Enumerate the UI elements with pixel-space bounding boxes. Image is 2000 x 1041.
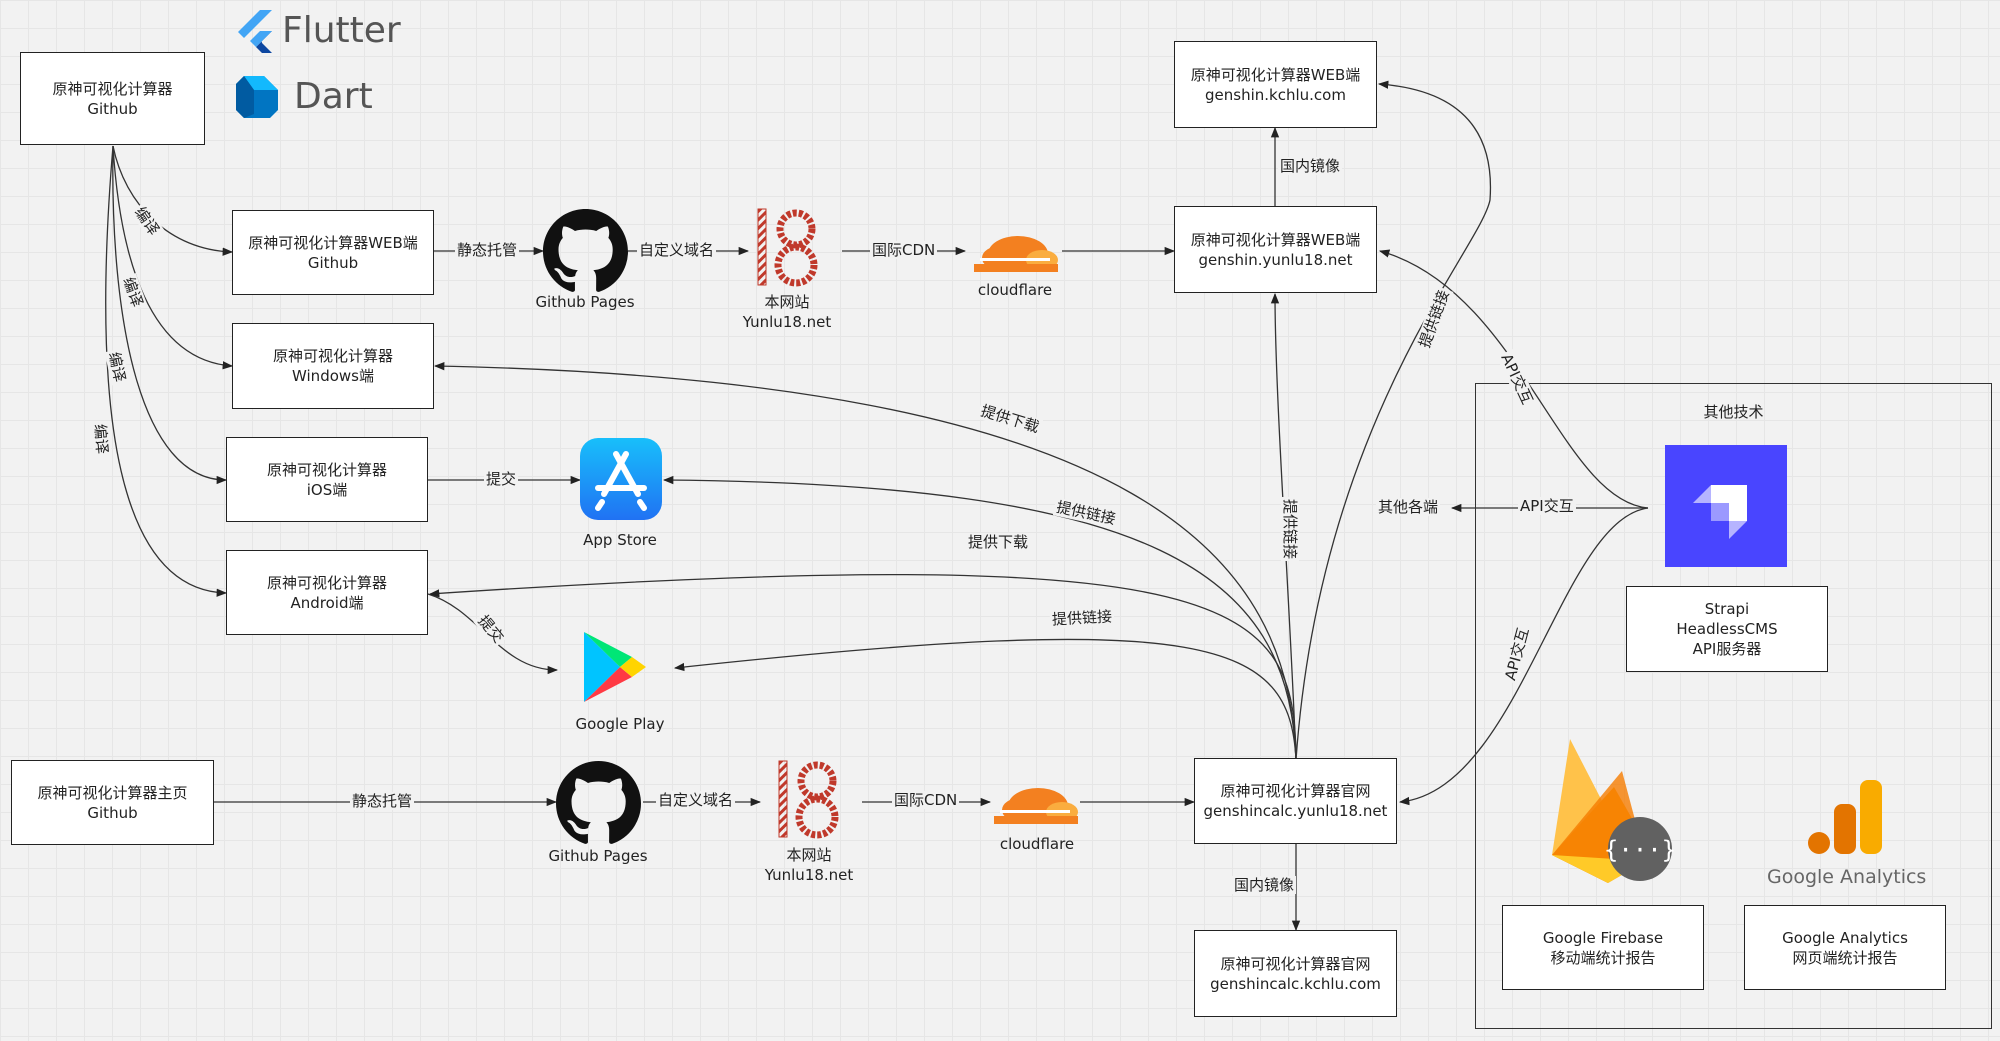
app-store-caption: App Store	[583, 531, 657, 549]
node-web-kchlu[interactable]: 原神可视化计算器WEB端 genshin.kchlu.com	[1174, 41, 1377, 128]
node-github-main[interactable]: 原神可视化计算器 Github	[20, 52, 205, 145]
node-title: 原神可视化计算器官网	[1220, 782, 1371, 800]
node-line2: HeadlessCMS	[1676, 620, 1778, 638]
edge-compile-web	[112, 145, 234, 256]
edge-download-android	[428, 573, 1297, 761]
edge-label-api-interact: API交互	[1518, 497, 1576, 515]
edge-label-submit: 提交	[484, 470, 519, 488]
flutter-wordmark: Flutter	[282, 10, 401, 51]
node-title: 原神可视化计算器	[266, 573, 387, 592]
google-analytics-wordmark: Google Analytics	[1767, 866, 1927, 888]
dart-wordmark: Dart	[294, 76, 373, 117]
edge-label-static-hosting: 静态托管	[455, 241, 520, 259]
edge-label-intl-cdn: 国际CDN	[870, 241, 938, 259]
node-title: 原神可视化计算器WEB端	[248, 233, 418, 252]
edge-label-domestic-mirror: 国内镜像	[1278, 157, 1343, 175]
node-title: 原神可视化计算器	[266, 460, 387, 479]
edge-label-compile: 编译	[90, 421, 112, 457]
other-technologies-group: 其他技术	[1475, 383, 1992, 1029]
node-ios[interactable]: 原神可视化计算器 iOS端	[226, 437, 428, 522]
edge-api-official	[1398, 507, 1649, 806]
edge-compile-windows	[112, 145, 234, 370]
svg-text:{···}: {···}	[1604, 836, 1676, 864]
edge-compile-android	[105, 145, 228, 597]
edge-label-custom-domain: 自定义域名	[637, 241, 717, 259]
yunlu18-caption-line1: 本网站	[786, 846, 832, 864]
node-subtitle: genshin.yunlu18.net	[1198, 250, 1353, 269]
edge-api-web	[1378, 249, 1649, 509]
group-title: 其他技术	[1703, 403, 1764, 421]
github-pages-caption: Github Pages	[535, 293, 635, 311]
node-home-github[interactable]: 原神可视化计算器主页 Github	[11, 760, 214, 845]
node-subtitle: genshin.kchlu.com	[1205, 85, 1346, 104]
app-store-icon	[580, 438, 662, 520]
node-subtitle: Github	[87, 803, 138, 822]
edge-label-provide-download: 提供下载	[966, 533, 1031, 551]
node-web-github[interactable]: 原神可视化计算器WEB端 Github	[232, 210, 434, 295]
node-subtitle: iOS端	[306, 480, 348, 499]
node-title: 原神可视化计算器WEB端	[1190, 230, 1361, 249]
edge-label-other-clients: 其他各端	[1376, 498, 1441, 516]
node-line1: Strapi	[1704, 600, 1750, 618]
flutter-logo-icon	[236, 10, 276, 56]
cloudflare-caption: cloudflare	[999, 835, 1075, 853]
github-pages-caption: Github Pages	[548, 847, 648, 865]
node-strapi[interactable]: Strapi HeadlessCMS API服务器	[1626, 586, 1828, 672]
node-subtitle: genshincalc.yunlu18.net	[1203, 802, 1388, 820]
node-title: 原神可视化计算器官网	[1220, 954, 1371, 973]
yunlu18-caption-line2: Yunlu18.net	[764, 866, 854, 884]
cloudflare-icon	[990, 780, 1080, 824]
google-play-icon	[580, 630, 650, 704]
node-official[interactable]: 原神可视化计算器官网 genshincalc.yunlu18.net	[1194, 758, 1397, 844]
cloudflare-icon	[970, 228, 1060, 272]
yunlu18-logo-icon	[752, 207, 820, 287]
node-web-yunlu[interactable]: 原神可视化计算器WEB端 genshin.yunlu18.net	[1174, 206, 1377, 293]
github-icon	[556, 761, 641, 846]
firebase-logo-icon: {···}	[1546, 737, 1676, 887]
edge-link-googleplay	[673, 638, 1297, 761]
node-line3: API服务器	[1692, 640, 1762, 658]
node-firebase[interactable]: Google Firebase 移动端统计报告	[1502, 905, 1704, 990]
yunlu18-caption: 本网站 Yunlu18.net	[730, 292, 844, 332]
node-official-kchlu[interactable]: 原神可视化计算器官网 genshincalc.kchlu.com	[1194, 930, 1397, 1017]
node-subtitle: genshincalc.kchlu.com	[1210, 974, 1381, 993]
node-title: 原神可视化计算器	[272, 347, 393, 365]
node-subtitle: 网页端统计报告	[1792, 948, 1898, 967]
node-subtitle: 移动端统计报告	[1550, 948, 1656, 967]
edge-label-provide-link: 提供链接	[1049, 607, 1115, 629]
node-title: 原神可视化计算器WEB端	[1190, 65, 1361, 84]
cloudflare-caption: cloudflare	[977, 281, 1053, 299]
node-android[interactable]: 原神可视化计算器 Android端	[226, 550, 428, 635]
yunlu18-caption: 本网站 Yunlu18.net	[752, 845, 866, 885]
edge-compile-ios	[112, 145, 228, 485]
node-subtitle: Android端	[290, 593, 364, 612]
edge-label-domestic-mirror: 国内镜像	[1232, 876, 1297, 894]
edge-label-provide-link: 提供链接	[1281, 496, 1300, 562]
google-play-caption: Google Play	[575, 715, 665, 733]
node-windows[interactable]: 原神可视化计算器 Windows端	[232, 323, 434, 409]
edge-label-intl-cdn: 国际CDN	[892, 791, 960, 809]
node-subtitle: Github	[87, 99, 138, 118]
edge-download-windows	[433, 362, 1297, 761]
edge-link-web-kchlu	[1295, 80, 1492, 761]
node-analytics[interactable]: Google Analytics 网页端统计报告	[1744, 905, 1946, 990]
edge-label-static-hosting: 静态托管	[350, 792, 415, 810]
edge-label-custom-domain: 自定义域名	[656, 791, 736, 809]
node-title: Google Firebase	[1542, 928, 1664, 947]
dart-logo-icon	[234, 74, 280, 120]
node-subtitle: Windows端	[292, 367, 374, 385]
strapi-logo-icon	[1665, 445, 1787, 567]
edge-link-appstore	[662, 475, 1297, 761]
github-icon	[543, 209, 628, 294]
node-title: 原神可视化计算器主页	[37, 783, 188, 802]
node-title: 原神可视化计算器	[52, 79, 173, 98]
google-analytics-logo-icon	[1808, 780, 1884, 854]
yunlu18-logo-icon	[773, 759, 841, 839]
node-title: Google Analytics	[1782, 928, 1908, 947]
yunlu18-caption-line2: Yunlu18.net	[742, 313, 832, 331]
yunlu18-caption-line1: 本网站	[764, 293, 810, 311]
node-subtitle: Github	[307, 253, 359, 272]
